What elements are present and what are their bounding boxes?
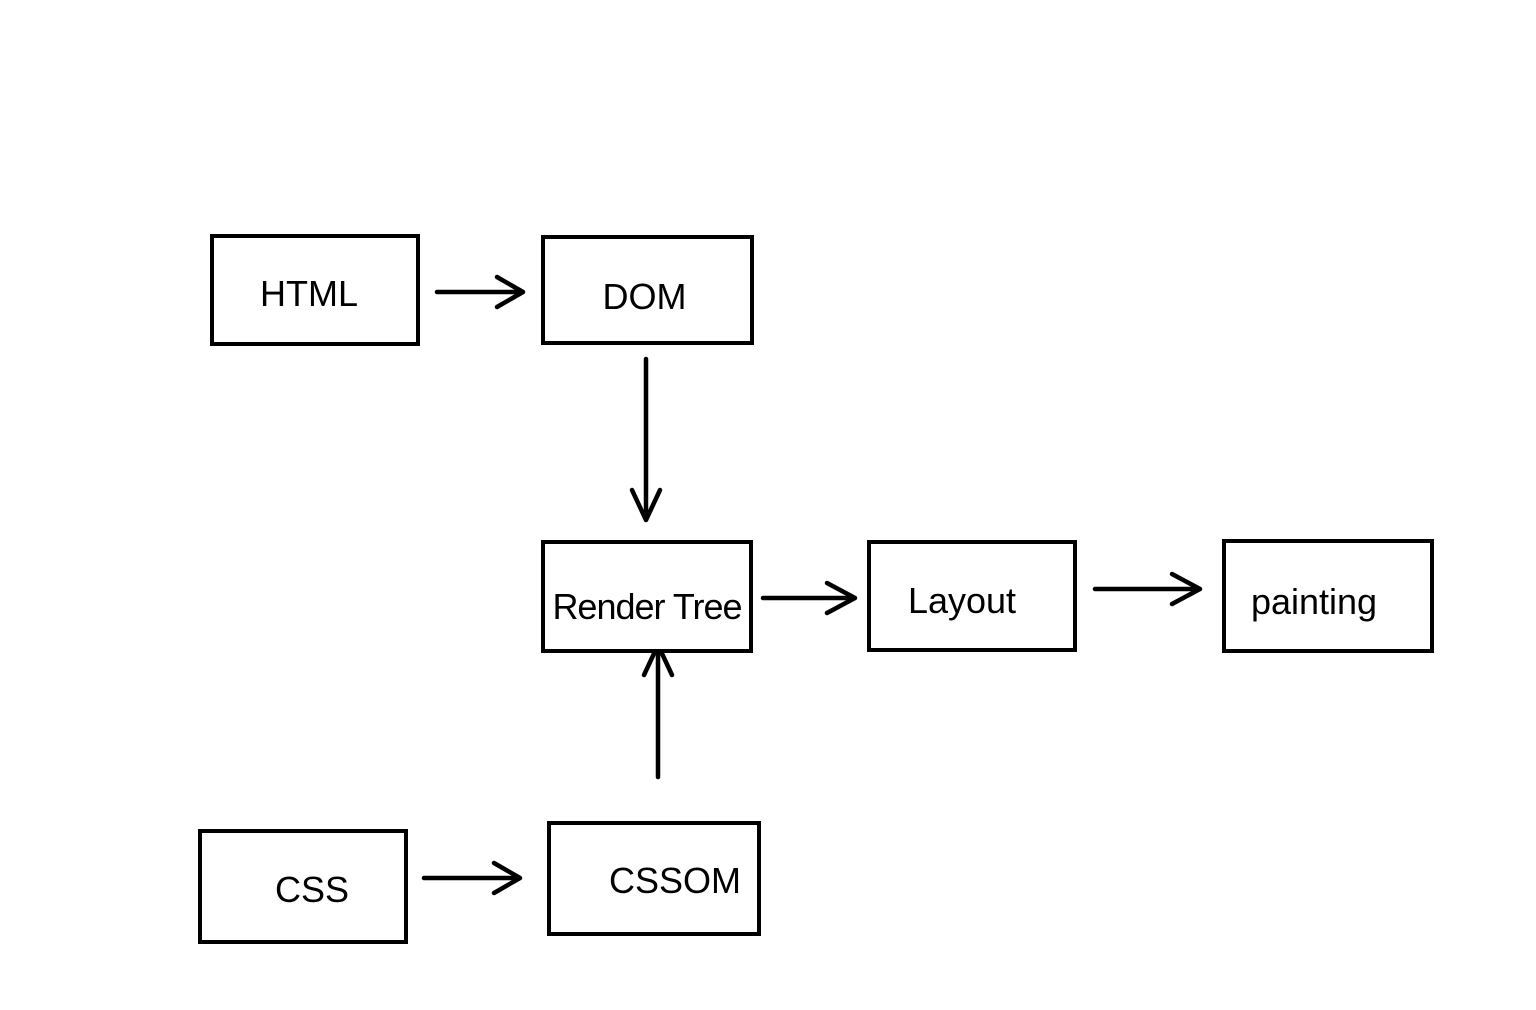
node-dom-label: DOM bbox=[602, 276, 687, 317]
node-html-label: HTML bbox=[260, 273, 358, 314]
node-css: CSS bbox=[198, 829, 408, 944]
arrow-cssom-to-render-tree bbox=[641, 642, 675, 780]
node-layout-label: Layout bbox=[907, 580, 1017, 621]
node-layout: Layout bbox=[867, 540, 1077, 652]
arrow-dom-to-render-tree bbox=[629, 356, 663, 523]
node-dom: DOM bbox=[541, 235, 754, 345]
node-painting: painting bbox=[1222, 539, 1434, 653]
node-render-tree: Render Tree bbox=[541, 540, 753, 653]
arrow-layout-to-painting bbox=[1092, 571, 1203, 607]
node-cssom-label: CSSOM bbox=[608, 859, 741, 901]
node-html: HTML bbox=[210, 234, 420, 346]
node-css-label: CSS bbox=[274, 868, 350, 910]
arrow-render-tree-to-layout bbox=[760, 580, 858, 616]
node-render-tree-label: Render Tree bbox=[552, 585, 742, 627]
arrow-css-to-cssom bbox=[421, 860, 523, 896]
node-cssom: CSSOM bbox=[547, 821, 761, 936]
arrow-html-to-dom bbox=[434, 274, 526, 310]
node-painting-label: painting bbox=[1250, 581, 1378, 622]
